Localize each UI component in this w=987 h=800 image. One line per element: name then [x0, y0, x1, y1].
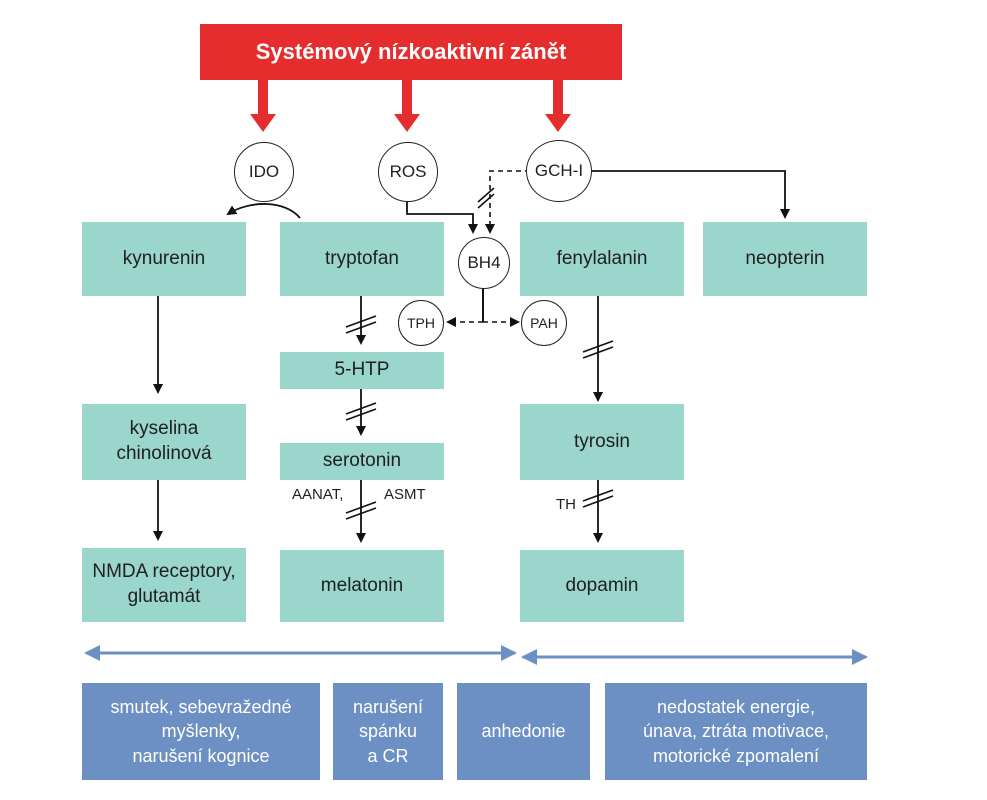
inflammation-arrows [250, 80, 571, 132]
outcome-energy-label: nedostatek energie, únava, ztráta motiva… [642, 697, 830, 766]
asmt-label: ASMT [384, 486, 426, 503]
htp-box: 5-HTP [280, 352, 444, 389]
melatonin-label: melatonin [320, 574, 404, 596]
gch-label: GCH-I [534, 161, 584, 180]
serotonin-label: serotonin [322, 450, 402, 472]
pah-node: PAH [521, 300, 567, 346]
bh4-label: BH4 [467, 253, 501, 272]
melatonin-box: melatonin [280, 550, 444, 622]
outcome-box-anhedonia: anhedonie [457, 683, 590, 780]
kynurenin-box: kynurenin [82, 222, 246, 296]
nmda-label: NMDA receptory, glutamát [92, 561, 236, 607]
outcome-box-energy: nedostatek energie, únava, ztráta motiva… [605, 683, 867, 780]
tyrosin-label: tyrosin [574, 430, 630, 452]
outcome-mood-label: smutek, sebevražedné myšlenky, narušení … [110, 697, 292, 766]
ido-label: IDO [248, 162, 280, 181]
banner-title: Systémový nízkoaktivní zánět [255, 39, 567, 64]
neopterin-box: neopterin [703, 222, 867, 296]
serotonin-box: serotonin [280, 443, 444, 480]
ros-node: ROS [378, 142, 438, 202]
fenylalanin-block-marks [582, 340, 614, 508]
fenylalanin-box: fenylalanin [520, 222, 684, 296]
bh4-node: BH4 [458, 237, 510, 289]
dopamin-box: dopamin [520, 550, 684, 622]
ido-conversion-arrow [226, 203, 301, 219]
fenylalanin-label: fenylalanin [556, 247, 648, 269]
neopterin-label: neopterin [745, 247, 825, 269]
th-label: TH [556, 496, 576, 513]
gch-node: GCH-I [526, 140, 592, 202]
outcome-box-sleep: narušení spánku a CR [333, 683, 443, 780]
tryptofan-block-marks [345, 315, 377, 520]
outcome-sleep-label: narušení spánku a CR [352, 697, 424, 766]
tryptofan-label: tryptofan [325, 247, 399, 269]
chinolinova-box: kyselina chinolinová [82, 404, 246, 480]
chinolinova-label: kyselina chinolinová [116, 418, 212, 464]
outcome-anhedonia-label: anhedonie [481, 721, 566, 742]
systemic-inflammation-banner: Systémový nízkoaktivní zánět [200, 24, 622, 80]
tyrosin-box: tyrosin [520, 404, 684, 480]
gch-to-neopterin-arrow [592, 170, 790, 219]
dopamin-label: dopamin [565, 574, 639, 596]
ido-node: IDO [234, 142, 294, 202]
ros-label: ROS [389, 162, 427, 181]
gch-block-mark [477, 187, 495, 209]
kynurenin-label: kynurenin [122, 247, 206, 269]
gch-to-bh4-arrow [485, 170, 530, 234]
outcome-box-mood: smutek, sebevražedné myšlenky, narušení … [82, 683, 320, 780]
aanat-label: AANAT, [292, 486, 344, 503]
tph-node: TPH [398, 300, 444, 346]
htp-label: 5-HTP [334, 359, 390, 381]
tph-label: TPH [407, 315, 435, 331]
nmda-box: NMDA receptory, glutamát [82, 548, 246, 622]
tryptofan-box: tryptofan [280, 222, 444, 296]
pah-label: PAH [530, 315, 558, 331]
ros-to-bh4-arrow [406, 197, 478, 234]
